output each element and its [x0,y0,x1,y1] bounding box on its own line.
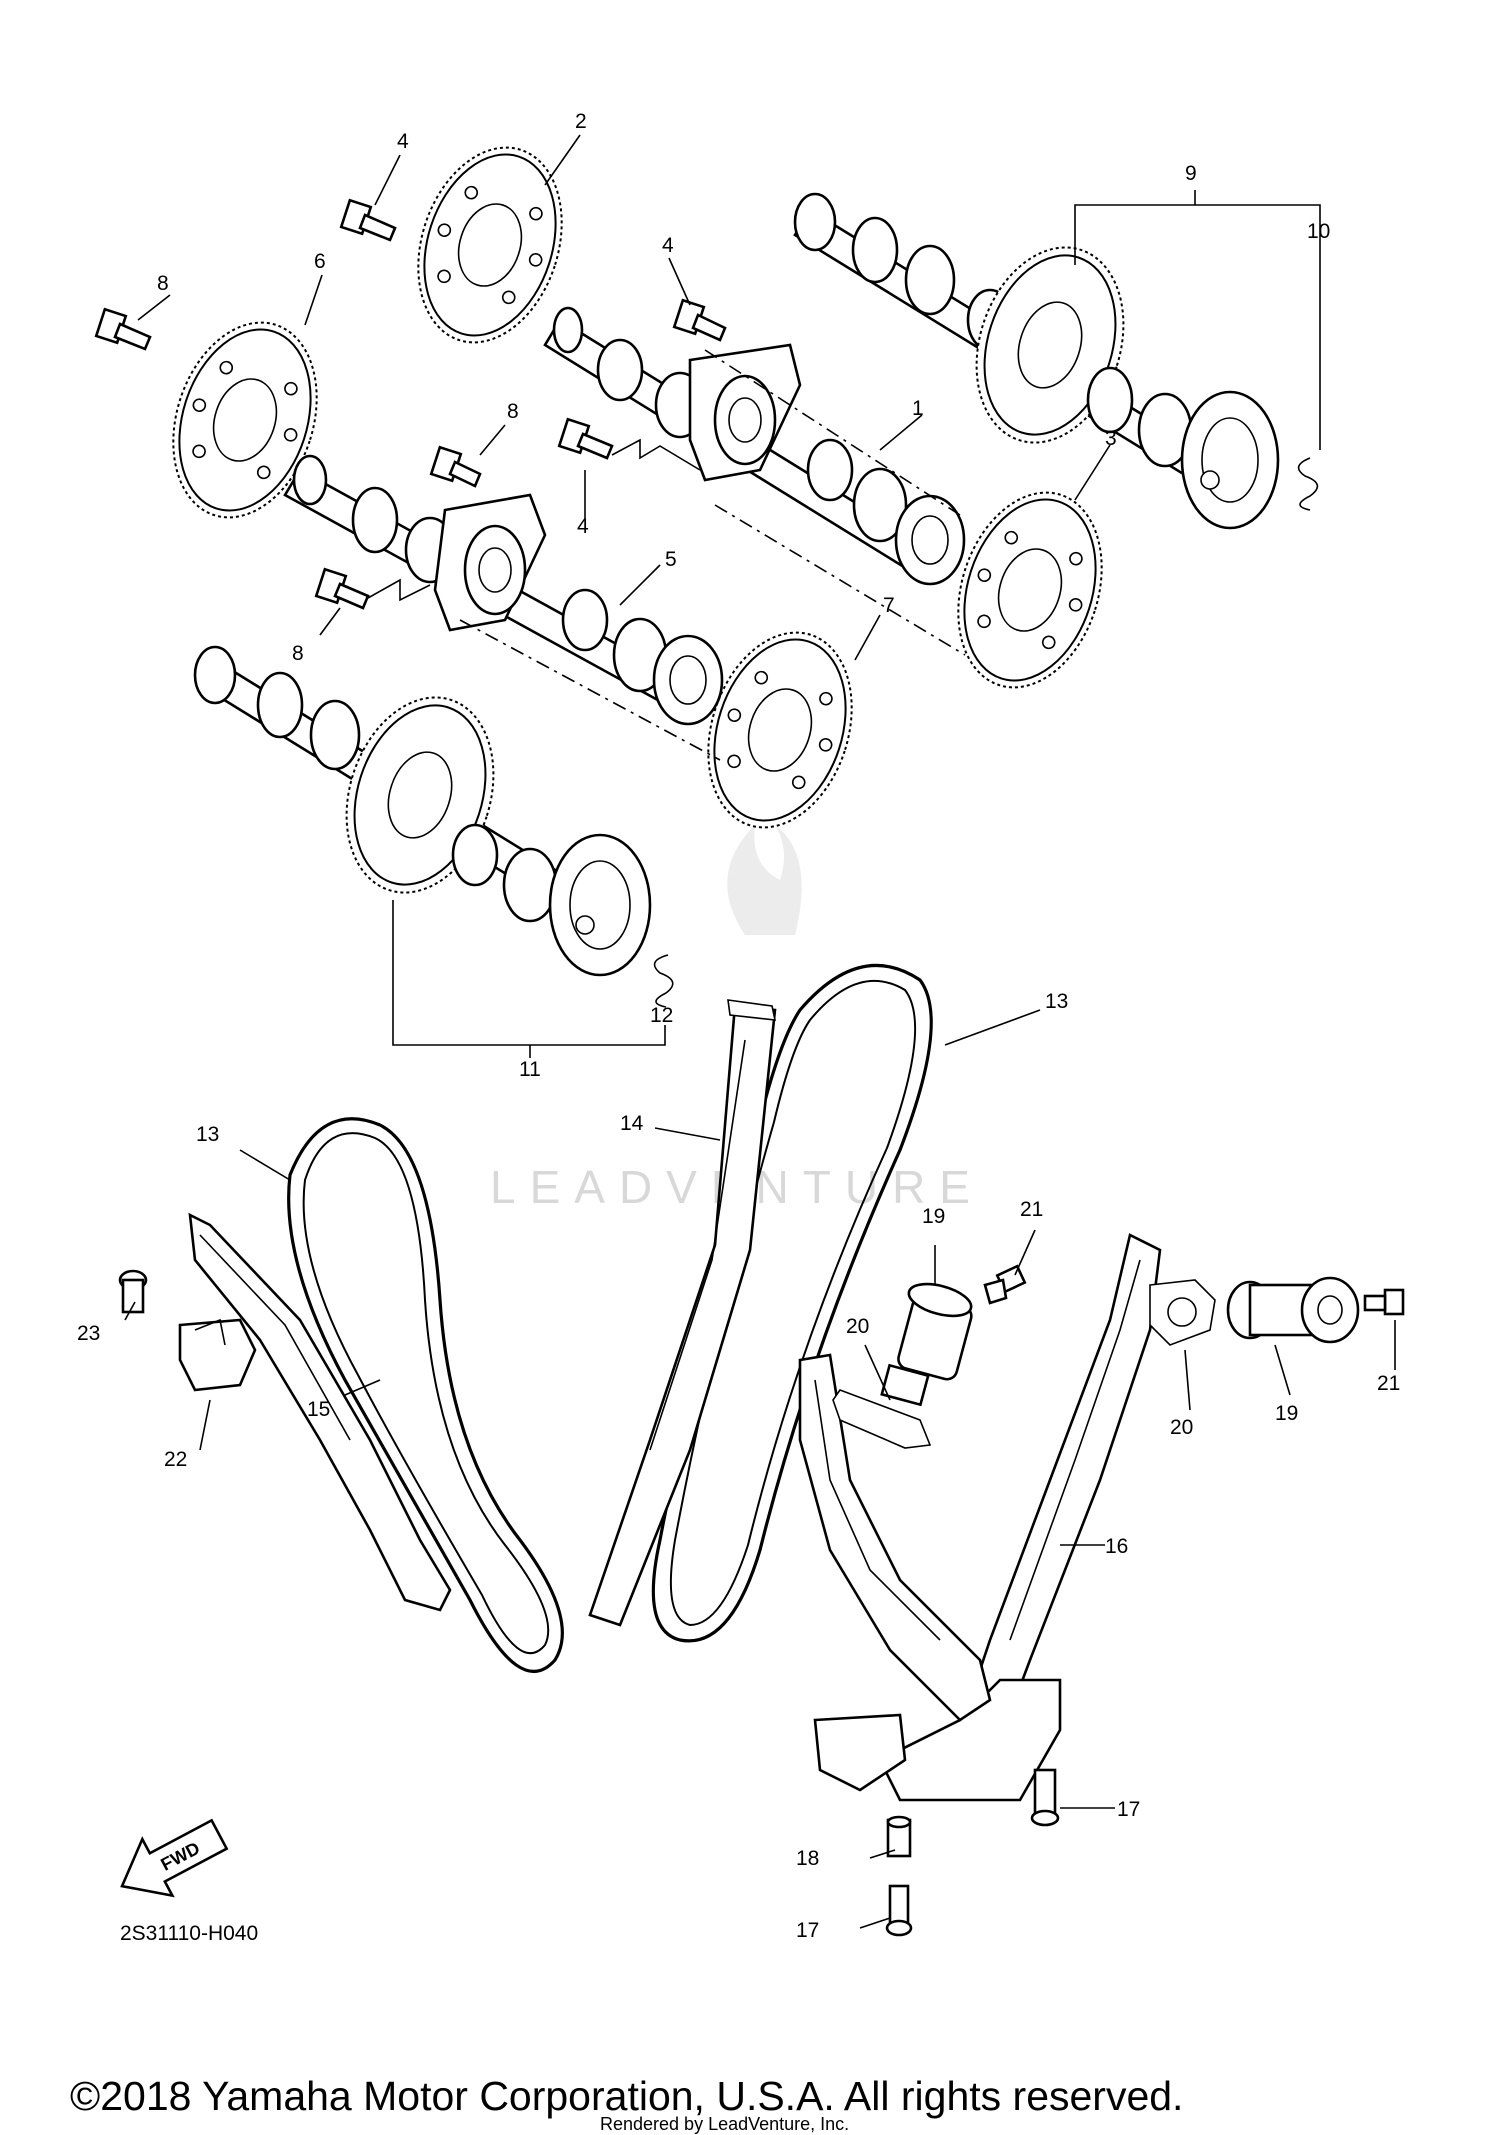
timing-chain-13-left[interactable] [287,1117,564,1673]
callout-8b: 8 [507,400,519,423]
chain-guide-16[interactable] [878,1233,1162,1802]
callout-13-right: 13 [1045,990,1068,1013]
fwd-arrow-icon: FWD [120,1818,229,1898]
callout-17-upper: 17 [1117,1798,1140,1821]
callout-16: 16 [1105,1535,1128,1558]
callout-19-center: 19 [922,1205,945,1228]
callout-19-right: 19 [1275,1402,1298,1425]
callout-4c: 4 [577,515,589,538]
bracket-11 [392,900,666,1058]
bolt-17-lower[interactable] [885,1884,913,1937]
bolt-8-top[interactable] [94,307,152,351]
callout-6: 6 [314,250,326,273]
callout-4a: 4 [397,130,409,153]
camshaft-assy-11[interactable] [193,645,652,977]
callout-17-lower: 17 [796,1919,819,1942]
callout-7: 7 [883,594,895,617]
bolt-8-lower[interactable] [314,567,370,610]
leader-lines [124,134,1396,1929]
gasket-20-right[interactable] [1149,1279,1216,1346]
callout-12: 12 [650,1004,673,1027]
cam-sprocket-2[interactable] [394,129,585,361]
collar-18[interactable] [886,1815,912,1858]
camshaft-1[interactable] [543,306,966,586]
alignment-lines [367,349,966,761]
bolt-4-lower[interactable] [557,417,614,460]
callout-14: 14 [620,1112,644,1135]
callout-20-right: 20 [1170,1416,1193,1439]
camshaft-5[interactable] [283,454,724,726]
bolt-8-mid[interactable] [429,445,482,488]
callout-labels: 4 2 8 6 4 9 10 1 3 8 4 5 8 7 12 11 13 13… [77,110,1400,1942]
diagram-code: 2S31110-H040 [120,1922,258,1945]
bolt-23[interactable] [118,1269,148,1314]
chain-tensioner-19-right[interactable] [1226,1276,1360,1344]
callout-23: 23 [77,1322,100,1345]
callout-10: 10 [1307,220,1330,243]
callout-4b: 4 [662,234,674,257]
callout-22: 22 [164,1448,187,1471]
callout-1: 1 [912,397,924,420]
chain-guide-lower-arm[interactable] [798,1353,992,1792]
cam-sprocket-6[interactable] [149,304,340,536]
callout-8c: 8 [292,642,304,665]
callout-3: 3 [1105,427,1117,450]
gasket-20-center[interactable] [832,1389,932,1449]
rendered-by-note: Rendered by LeadVenture, Inc. [600,2114,849,2134]
cam-sprocket-7[interactable] [684,614,875,846]
callout-2: 2 [575,110,587,133]
callout-18: 18 [796,1847,819,1870]
callout-21-center: 21 [1020,1198,1043,1221]
bracket-9 [1074,190,1321,450]
callout-21-right: 21 [1377,1372,1400,1395]
callout-8a: 8 [157,272,169,295]
chain-tensioner-guide-15[interactable] [188,1212,452,1612]
callout-5: 5 [665,548,677,571]
chain-guide-14[interactable] [588,999,777,1627]
callout-15: 15 [307,1398,330,1421]
callout-13-left: 13 [196,1123,219,1146]
chain-guide-bracket-22[interactable] [178,1318,257,1392]
callout-9: 9 [1185,162,1197,185]
cam-sprocket-3[interactable] [934,474,1125,706]
chain-tensioner-19-center[interactable] [880,1278,975,1407]
callout-11: 11 [519,1058,541,1081]
bolt-21-right[interactable] [1363,1288,1405,1316]
callout-20-center: 20 [846,1315,869,1338]
spring-10[interactable] [1297,457,1319,511]
bolt-21-center[interactable] [983,1264,1027,1305]
bolt-4-top[interactable] [339,198,397,242]
camshaft-assy-9[interactable] [793,192,1280,530]
copyright-notice: ©2018 Yamaha Motor Corporation, U.S.A. A… [70,2073,1183,2119]
spring-12[interactable] [653,954,674,1008]
bolt-4-mid[interactable] [672,298,727,342]
bolt-17-upper[interactable] [1030,1768,1060,1827]
